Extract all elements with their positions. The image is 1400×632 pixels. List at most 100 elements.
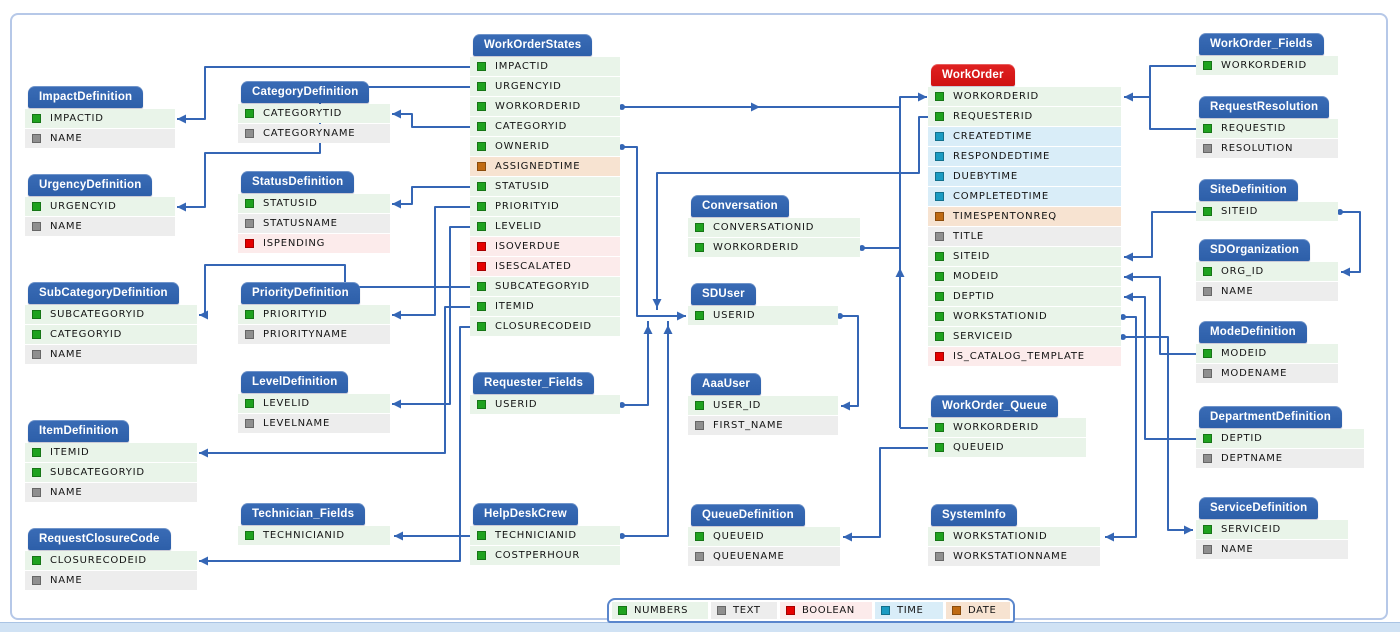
text-type-icon bbox=[32, 350, 41, 359]
boolean-type-icon bbox=[935, 352, 944, 361]
table-title: HelpDeskCrew bbox=[473, 503, 578, 525]
column-row: NAME bbox=[25, 217, 175, 236]
connector-line bbox=[392, 226, 470, 405]
column-name: LEVELID bbox=[263, 398, 310, 409]
numbers-type-icon bbox=[477, 182, 486, 191]
numbers-type-icon bbox=[245, 310, 254, 319]
column-name: LEVELNAME bbox=[263, 418, 331, 429]
text-type-icon bbox=[1203, 144, 1212, 153]
column-name: WORKSTATIONNAME bbox=[953, 551, 1068, 562]
column-row: FIRST_NAME bbox=[688, 416, 838, 435]
column-name: NAME bbox=[50, 575, 83, 586]
column-name: PRIORITYID bbox=[495, 201, 560, 212]
numbers-type-icon bbox=[477, 322, 486, 331]
table-title: SDOrganization bbox=[1199, 239, 1311, 261]
column-row: URGENCYID bbox=[470, 77, 620, 96]
column-row: STATUSNAME bbox=[238, 214, 390, 233]
table-title: ItemDefinition bbox=[28, 420, 130, 442]
arrowhead bbox=[1184, 525, 1193, 535]
column-row: MODEID bbox=[928, 267, 1121, 286]
column-row: WORKORDERID bbox=[1196, 56, 1338, 75]
column-name: MODENAME bbox=[1221, 368, 1288, 379]
connector-line bbox=[838, 315, 859, 407]
column-row: ISOVERDUE bbox=[470, 237, 620, 256]
numbers-type-icon bbox=[245, 531, 254, 540]
arrowhead bbox=[895, 268, 905, 277]
column-name: QUEUEID bbox=[713, 531, 765, 542]
column-row: PRIORITYNAME bbox=[238, 325, 390, 344]
column-row: ASSIGNEDTIME bbox=[470, 157, 620, 176]
numbers-type-icon bbox=[477, 142, 486, 151]
table-title: ServiceDefinition bbox=[1199, 497, 1319, 519]
numbers-type-icon bbox=[477, 222, 486, 231]
column-row: NAME bbox=[25, 571, 197, 590]
legend-label: NUMBERS bbox=[634, 605, 689, 616]
boolean-type-icon bbox=[477, 242, 486, 251]
column-name: SERVICEID bbox=[1221, 524, 1282, 535]
connector-line bbox=[1149, 65, 1196, 130]
legend-label: TEXT bbox=[733, 605, 761, 616]
column-row: COSTPERHOUR bbox=[470, 546, 620, 565]
numbers-type-icon bbox=[935, 332, 944, 341]
arrowhead bbox=[652, 299, 662, 308]
column-row: NAME bbox=[25, 483, 197, 502]
numbers-type-icon bbox=[1203, 525, 1212, 534]
numbers-type-icon bbox=[477, 302, 486, 311]
column-row: PRIORITYID bbox=[238, 305, 390, 324]
column-name: WORKORDERID bbox=[713, 242, 799, 253]
column-row: WORKSTATIONID bbox=[928, 307, 1121, 326]
junction-dot bbox=[619, 533, 625, 539]
arrowhead bbox=[1341, 267, 1350, 277]
column-name: USER_ID bbox=[713, 400, 762, 411]
table-title: ImpactDefinition bbox=[28, 86, 144, 108]
text-type-icon bbox=[1203, 454, 1212, 463]
column-name: STATUSID bbox=[263, 198, 318, 209]
table-title: ModeDefinition bbox=[1199, 321, 1307, 343]
column-name: LEVELID bbox=[495, 221, 542, 232]
time-type-icon bbox=[935, 152, 944, 161]
column-name: RESPONDEDTIME bbox=[953, 151, 1051, 162]
column-row: CONVERSATIONID bbox=[688, 218, 860, 237]
numbers-type-icon bbox=[1203, 207, 1212, 216]
column-row: CATEGORYID bbox=[470, 117, 620, 136]
table-title: CategoryDefinition bbox=[241, 81, 370, 103]
column-row: DEPTNAME bbox=[1196, 449, 1364, 468]
column-row: USER_ID bbox=[688, 396, 838, 415]
legend-item-text: TEXT bbox=[711, 602, 777, 619]
column-name: OWNERID bbox=[495, 141, 550, 152]
arrowhead bbox=[1124, 252, 1133, 262]
column-row: STATUSID bbox=[238, 194, 390, 213]
numbers-type-icon bbox=[935, 292, 944, 301]
legend-item-time: TIME bbox=[875, 602, 943, 619]
table-title: UrgencyDefinition bbox=[28, 174, 153, 196]
numbers-type-icon bbox=[935, 443, 944, 452]
junction-dot bbox=[619, 104, 625, 110]
numbers-type-icon bbox=[477, 531, 486, 540]
column-name: NAME bbox=[1221, 286, 1254, 297]
column-name: NAME bbox=[50, 349, 83, 360]
column-row: LEVELID bbox=[470, 217, 620, 236]
table-title: SDUser bbox=[691, 283, 756, 305]
numbers-type-icon bbox=[32, 330, 41, 339]
text-type-icon bbox=[717, 606, 726, 615]
column-name: QUEUENAME bbox=[713, 551, 785, 562]
connector-line bbox=[177, 66, 470, 120]
column-name: ITEMID bbox=[50, 447, 90, 458]
column-row: TECHNICIANID bbox=[238, 526, 390, 545]
text-type-icon bbox=[695, 421, 704, 430]
column-name: PRIORITYNAME bbox=[263, 329, 348, 340]
column-row: ITEMID bbox=[470, 297, 620, 316]
connector-line bbox=[1124, 276, 1196, 355]
arrowhead bbox=[392, 399, 401, 409]
numbers-type-icon bbox=[245, 109, 254, 118]
